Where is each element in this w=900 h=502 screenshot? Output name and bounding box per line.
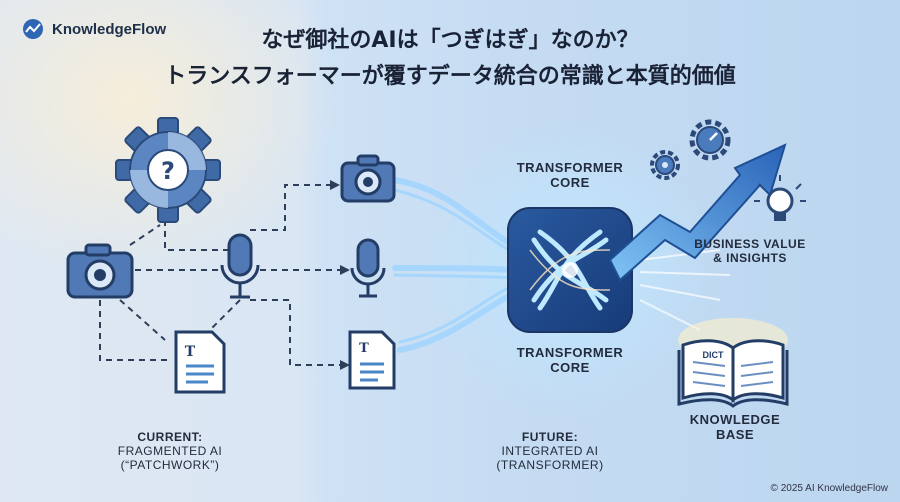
gauge-gear-icon (689, 119, 731, 161)
document-icon (348, 330, 396, 390)
core-label-bottom-line-2: CORE (550, 360, 590, 375)
knowledge-base-line-1: KNOWLEDGE (689, 412, 781, 427)
brand-logo: KnowledgeFlow (22, 18, 166, 40)
business-value-line-1: BUSINESS VALUE (694, 237, 806, 251)
connector-arrowheads (330, 180, 350, 370)
future-section-label: FUTURE: INTEGRATED AI (TRANSFORMER) (470, 430, 630, 472)
small-gear-icon (650, 150, 680, 180)
future-line-3: (TRANSFORMER) (496, 458, 604, 472)
core-label-top-line-2: CORE (550, 175, 590, 190)
question-gear-icon (115, 117, 221, 223)
brand-name: KnowledgeFlow (52, 20, 167, 38)
output-rays (639, 249, 731, 331)
future-line-2: INTEGRATED AI (501, 444, 599, 458)
document-icon (174, 330, 226, 394)
camera-icon (66, 243, 134, 299)
book-dict-label: DICT (703, 350, 724, 360)
page-title-line-2: トランスフォーマーが覆すデータ統合の常識と本質的価値 (164, 64, 736, 89)
knowledge-base-label: KNOWLEDGE BASE (665, 412, 805, 442)
core-label-bottom-line-1: TRANSFORMER (516, 345, 624, 360)
current-line-3: (“PATCHWORK”) (120, 458, 220, 472)
transformer-core-icon (507, 207, 633, 333)
gear-question-mark: ? (161, 157, 175, 185)
microphone-icon (220, 233, 260, 299)
microphone-icon (350, 238, 386, 298)
current-heading: CURRENT: (137, 430, 203, 444)
open-book-icon (677, 318, 789, 408)
camera-icon (340, 154, 396, 203)
business-value-line-2: & INSIGHTS (713, 251, 787, 265)
knowledge-base-line-2: BASE (715, 427, 755, 442)
growth-arrow-icon (608, 143, 787, 282)
core-label-top: TRANSFORMER CORE (500, 160, 640, 190)
document-letter: T (185, 344, 196, 360)
current-section-label: CURRENT: FRAGMENTED AI (“PATCHWORK”) (90, 430, 250, 472)
page-title-line-1: なぜ御社のAIは「つぎはぎ」なのか？ (261, 28, 639, 53)
current-line-2: FRAGMENTED AI (117, 444, 223, 458)
copyright-text: © 2025 AI KnowledgeFlow (770, 483, 888, 494)
document-letter: T (359, 341, 369, 356)
brand-logo-icon (23, 19, 43, 39)
business-value-label: BUSINESS VALUE & INSIGHTS (680, 237, 820, 265)
lightbulb-icon (754, 175, 806, 221)
core-label-top-line-1: TRANSFORMER (516, 160, 624, 175)
future-heading: FUTURE: (521, 430, 579, 444)
core-label-bottom: TRANSFORMER CORE (500, 345, 640, 375)
